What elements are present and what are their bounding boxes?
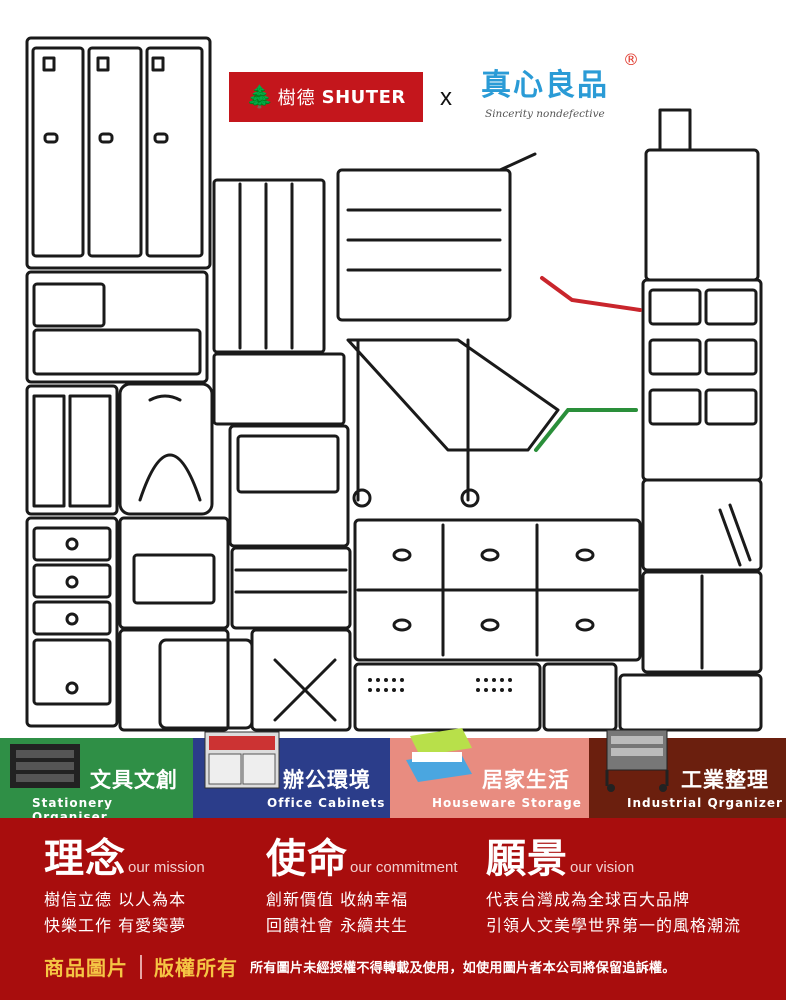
commitment-line: 創新價值 收納幸福 [266, 890, 409, 909]
copyright-notice: 商品圖片 版權所有 所有圖片未經授權不得轉載及使用，如使用圖片者本公司將保留追訴… [44, 952, 676, 981]
commitment-subtitle: our commitment [350, 859, 458, 876]
tree-icon: 🌲 [246, 84, 274, 110]
registered-mark: ® [623, 50, 639, 69]
category-en: Office Cabinets [267, 796, 386, 810]
category-cn: 辦公環境 [283, 768, 371, 792]
category-cn: 居家生活 [482, 768, 570, 792]
commitment-line: 回饋社會 永續共生 [266, 916, 409, 935]
copyright-note: 所有圖片未經授權不得轉載及使用，如使用圖片者本公司將保留追訴權。 [250, 961, 676, 976]
drawer-organiser-icon [10, 744, 80, 788]
tool-cart-icon [605, 729, 669, 792]
vision-subtitle: our vision [570, 859, 635, 876]
category-strip: 文具文創 Stationery Organiser 辦公環境 Office Ca… [0, 728, 786, 824]
category-industrial[interactable]: 工業整理 Industrial Qrganizer [589, 729, 786, 818]
category-office[interactable]: 辦公環境 Office Cabinets [193, 731, 390, 818]
shuter-logo-cn: 樹德 [277, 88, 316, 109]
shuter-logo: 🌲 樹德 SHUTER [229, 72, 423, 122]
partner-logo: 真心良品 Sincerity nondefective ® [481, 50, 646, 128]
copyright-label-a: 商品圖片 [44, 956, 128, 980]
furniture-line-drawing [25, 36, 763, 732]
storage-bin-icon [406, 728, 472, 782]
divider [140, 954, 142, 979]
office-cabinet-icon [204, 731, 280, 789]
category-en: Houseware Storage [432, 796, 582, 810]
copyright-label-b: 版權所有 [154, 956, 238, 980]
category-en: Industrial Qrganizer [627, 796, 783, 810]
shuter-logo-en: SHUTER [321, 86, 406, 108]
partner-logo-cn: 真心良品 [481, 68, 609, 103]
mission-title: 理念 [44, 835, 126, 882]
category-cn: 文具文創 [90, 768, 178, 792]
vision-title: 願景 [486, 835, 568, 882]
mission-subtitle: our mission [128, 859, 205, 876]
mission-line: 快樂工作 有愛築夢 [44, 916, 187, 935]
commitment-title: 使命 [266, 835, 348, 882]
hero-illustration: 🌲 樹德 SHUTER x 真心良品 Sincerity nondefectiv… [25, 36, 763, 732]
mission-line: 樹信立德 以人為本 [44, 890, 187, 909]
collab-x: x [440, 84, 452, 111]
category-stationery[interactable]: 文具文創 Stationery Organiser [0, 738, 193, 824]
category-cn: 工業整理 [681, 768, 769, 792]
vision-line: 代表台灣成為全球百大品牌 [486, 890, 691, 909]
vision-line: 引領人文美學世界第一的風格潮流 [486, 916, 742, 935]
partner-logo-en: Sincerity nondefective [485, 108, 605, 120]
category-houseware[interactable]: 居家生活 Houseware Storage [390, 728, 589, 818]
